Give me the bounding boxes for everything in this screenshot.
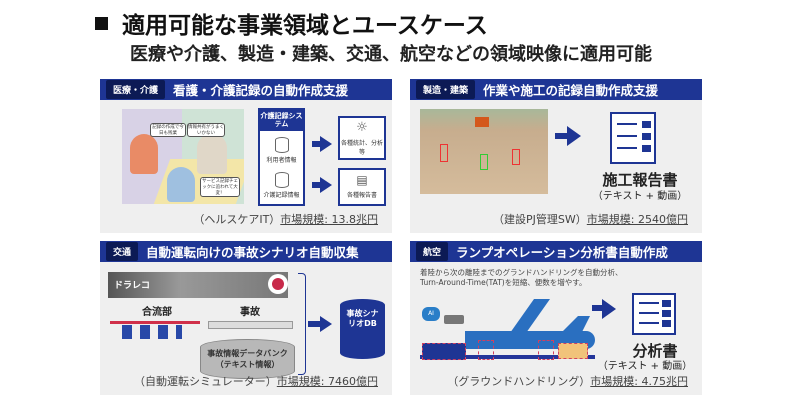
market-value: 市場規模: 7460億円 — [276, 375, 378, 388]
merge-label: 合流部 — [142, 307, 172, 318]
category-tag: 製造・建築 — [416, 80, 476, 99]
output-label: 各種統計、分析等 — [340, 140, 383, 156]
road-icon — [208, 321, 293, 329]
panel-heading: 自動運転向けの事故シナリオ自動収集 — [146, 245, 359, 260]
databank-label: 事故情報データバンク — [207, 349, 288, 358]
document-title: 施工報告書 — [602, 171, 678, 189]
arrow-icon — [312, 182, 320, 188]
bullet-square-icon — [95, 16, 108, 30]
care-record-system: 介護記録システム 利用者情報 介護記録情報 — [258, 108, 305, 206]
category-tag: 航空 — [416, 242, 449, 261]
lightbulb-head-icon: ☼ — [356, 120, 368, 135]
category-tag: 医療・介護 — [106, 80, 166, 99]
report-document-icon — [610, 112, 656, 164]
databank-sublabel: （テキスト情報） — [215, 360, 280, 369]
camera-icon — [444, 315, 464, 324]
document-title: 分析書 — [632, 342, 678, 360]
output-label: 各種報告書 — [346, 192, 377, 199]
market-size: （グラウンドハンドリング）市場規模: 4.75兆円 — [447, 373, 688, 389]
output-analysis: ☼ 各種統計、分析等 — [338, 116, 386, 160]
arrow-icon — [555, 133, 567, 139]
panel-header: 航空ランプオペレーション分析書自動作成 — [410, 241, 702, 262]
page-title: 適用可能な事業領域とユースケース — [95, 6, 488, 40]
arrow-icon — [592, 305, 602, 311]
panel-header: 交通自動運転向けの事故シナリオ自動収集 — [100, 241, 392, 262]
panel-construction: 製造・建築作業や施工の記録自動作成支援 施工報告書 （テキスト + 動画） （建… — [410, 79, 702, 233]
cars-icon — [122, 325, 182, 339]
bracket — [298, 273, 306, 375]
panel-heading: 看護・介護記録の自動作成支援 — [173, 83, 349, 98]
speech-bubble: 記録の作成で今日も残業 — [150, 123, 186, 137]
panel-aviation: 航空ランプオペレーション分析書自動作成 着陸から次の離陸までのグランドハンドリン… — [410, 241, 702, 395]
title-text: 適用可能な事業領域とユースケース — [122, 13, 488, 39]
panel-heading: ランプオペレーション分析書自動作成 — [456, 245, 668, 260]
forklift-icon — [558, 343, 588, 359]
market-category: （建設PJ管理SW） — [493, 213, 587, 226]
dashcam-label: ドラレコ — [114, 281, 151, 291]
nurse-figure — [130, 134, 158, 174]
record-icon — [268, 274, 288, 294]
document-icon: ▤ — [356, 173, 368, 187]
arrow-icon — [308, 321, 320, 327]
worker-figure — [197, 134, 227, 174]
page-subtitle: 医療や介護、製造・建築、交通、航空などの領域映像に適用可能 — [130, 44, 652, 65]
panel-header: 製造・建築作業や施工の記録自動作成支援 — [410, 79, 702, 100]
category-tag: 交通 — [106, 242, 139, 261]
stairs-icon — [478, 340, 494, 360]
construction-site-image — [420, 109, 548, 194]
report-document-icon — [632, 293, 676, 335]
market-size: （自動運転シミュレーター）市場規模: 7460億円 — [134, 373, 378, 389]
document-subtitle: （テキスト + 動画） — [597, 361, 693, 372]
market-category: （グラウンドハンドリング） — [447, 375, 591, 388]
ai-icon: AI — [422, 307, 440, 321]
panel-traffic: 交通自動運転向けの事故シナリオ自動収集 ドラレコ 合流部 事故 事故情報データバ… — [100, 241, 392, 395]
accident-databank: 事故情報データバンク （テキスト情報） — [200, 339, 295, 379]
description-line: Turn-Around-Time(TAT)を短縮、便数を増やす。 — [420, 278, 587, 288]
accident-label: 事故 — [240, 307, 260, 318]
market-value: 市場規模: 2540億円 — [586, 213, 688, 226]
market-size: （ヘルスケアIT）市場規模: 13.8兆円 — [193, 211, 378, 227]
market-value: 市場規模: 13.8兆円 — [280, 213, 378, 226]
truck-icon — [422, 343, 466, 360]
accident-scenario-db: 事故シナリオDB — [340, 299, 385, 359]
document-subtitle: （テキスト + 動画） — [592, 191, 688, 202]
market-size: （建設PJ管理SW）市場規模: 2540億円 — [493, 211, 688, 227]
database-icon — [274, 136, 289, 153]
arrow-icon — [312, 141, 320, 147]
speech-bubble: 情報共有がうまくいかない — [187, 123, 225, 137]
staff-figure — [167, 167, 195, 202]
system-title: 介護記録システム — [260, 110, 303, 131]
output-report: ▤ 各種報告書 — [338, 168, 386, 206]
description-line: 着陸から次の離陸までのグランドハンドリングを自動分析、 — [420, 268, 623, 277]
panel-medical: 医療・介護看護・介護記録の自動作成支援 記録の作成で今日も残業 情報共有がうまく… — [100, 79, 392, 233]
speech-bubble: サービス記録チェックに追われて大変！ — [200, 177, 240, 197]
db-label: 介護記録情報 — [263, 191, 300, 199]
db-label: 利用者情報 — [266, 156, 297, 164]
market-category: （自動運転シミュレーター） — [134, 375, 277, 388]
stairs-icon — [538, 340, 554, 360]
market-category: （ヘルスケアIT） — [193, 213, 281, 226]
nursing-illustration: 記録の作成で今日も残業 情報共有がうまくいかない サービス記録チェックに追われて… — [122, 109, 244, 204]
database-icon — [274, 171, 289, 188]
market-value: 市場規模: 4.75兆円 — [590, 375, 688, 388]
panel-heading: 作業や施工の記録自動作成支援 — [483, 83, 659, 98]
dashcam-footage: ドラレコ — [108, 272, 288, 298]
panel-header: 医療・介護看護・介護記録の自動作成支援 — [100, 79, 392, 100]
